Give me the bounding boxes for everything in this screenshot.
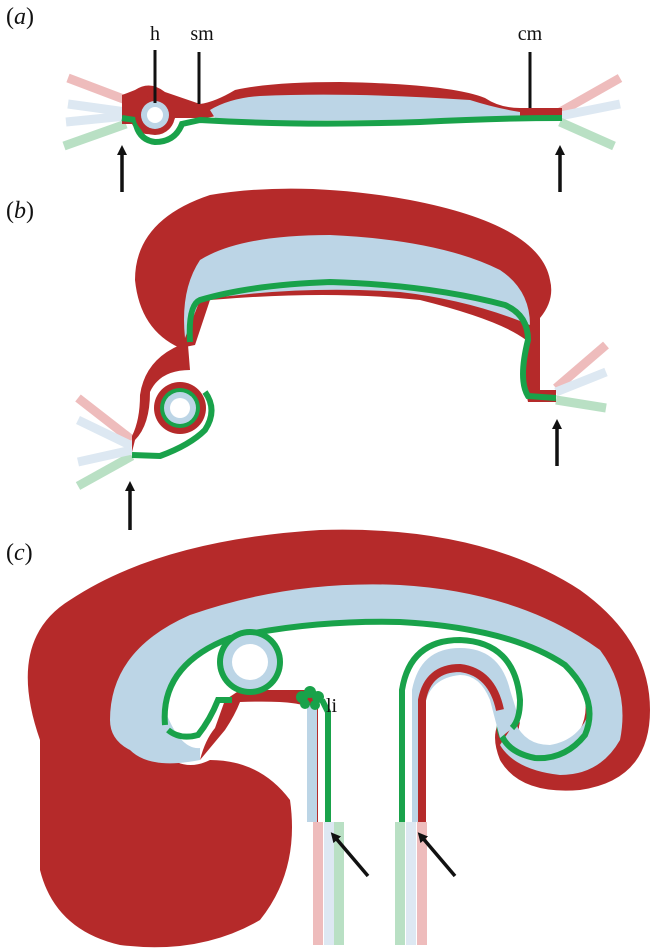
label-sm: sm: [190, 23, 214, 45]
panel-b-diagram: [78, 189, 606, 530]
panel-c-left-gut-green: [322, 700, 328, 822]
label-li: li: [326, 695, 338, 717]
panel-b-left-faded-ends: [78, 398, 132, 486]
panel-c-faded-tails: [318, 822, 422, 945]
panel-a-left-faded-ends: [64, 78, 126, 146]
panel-c-diagram: [28, 530, 650, 948]
panel-b-right-faded-ends: [556, 345, 606, 408]
panel-a-endoderm: [122, 118, 562, 142]
panel-a-diagram: [64, 50, 620, 192]
label-cm: cm: [518, 23, 543, 45]
label-h: h: [150, 23, 160, 45]
panel-a-right-faded-ends: [560, 78, 620, 146]
